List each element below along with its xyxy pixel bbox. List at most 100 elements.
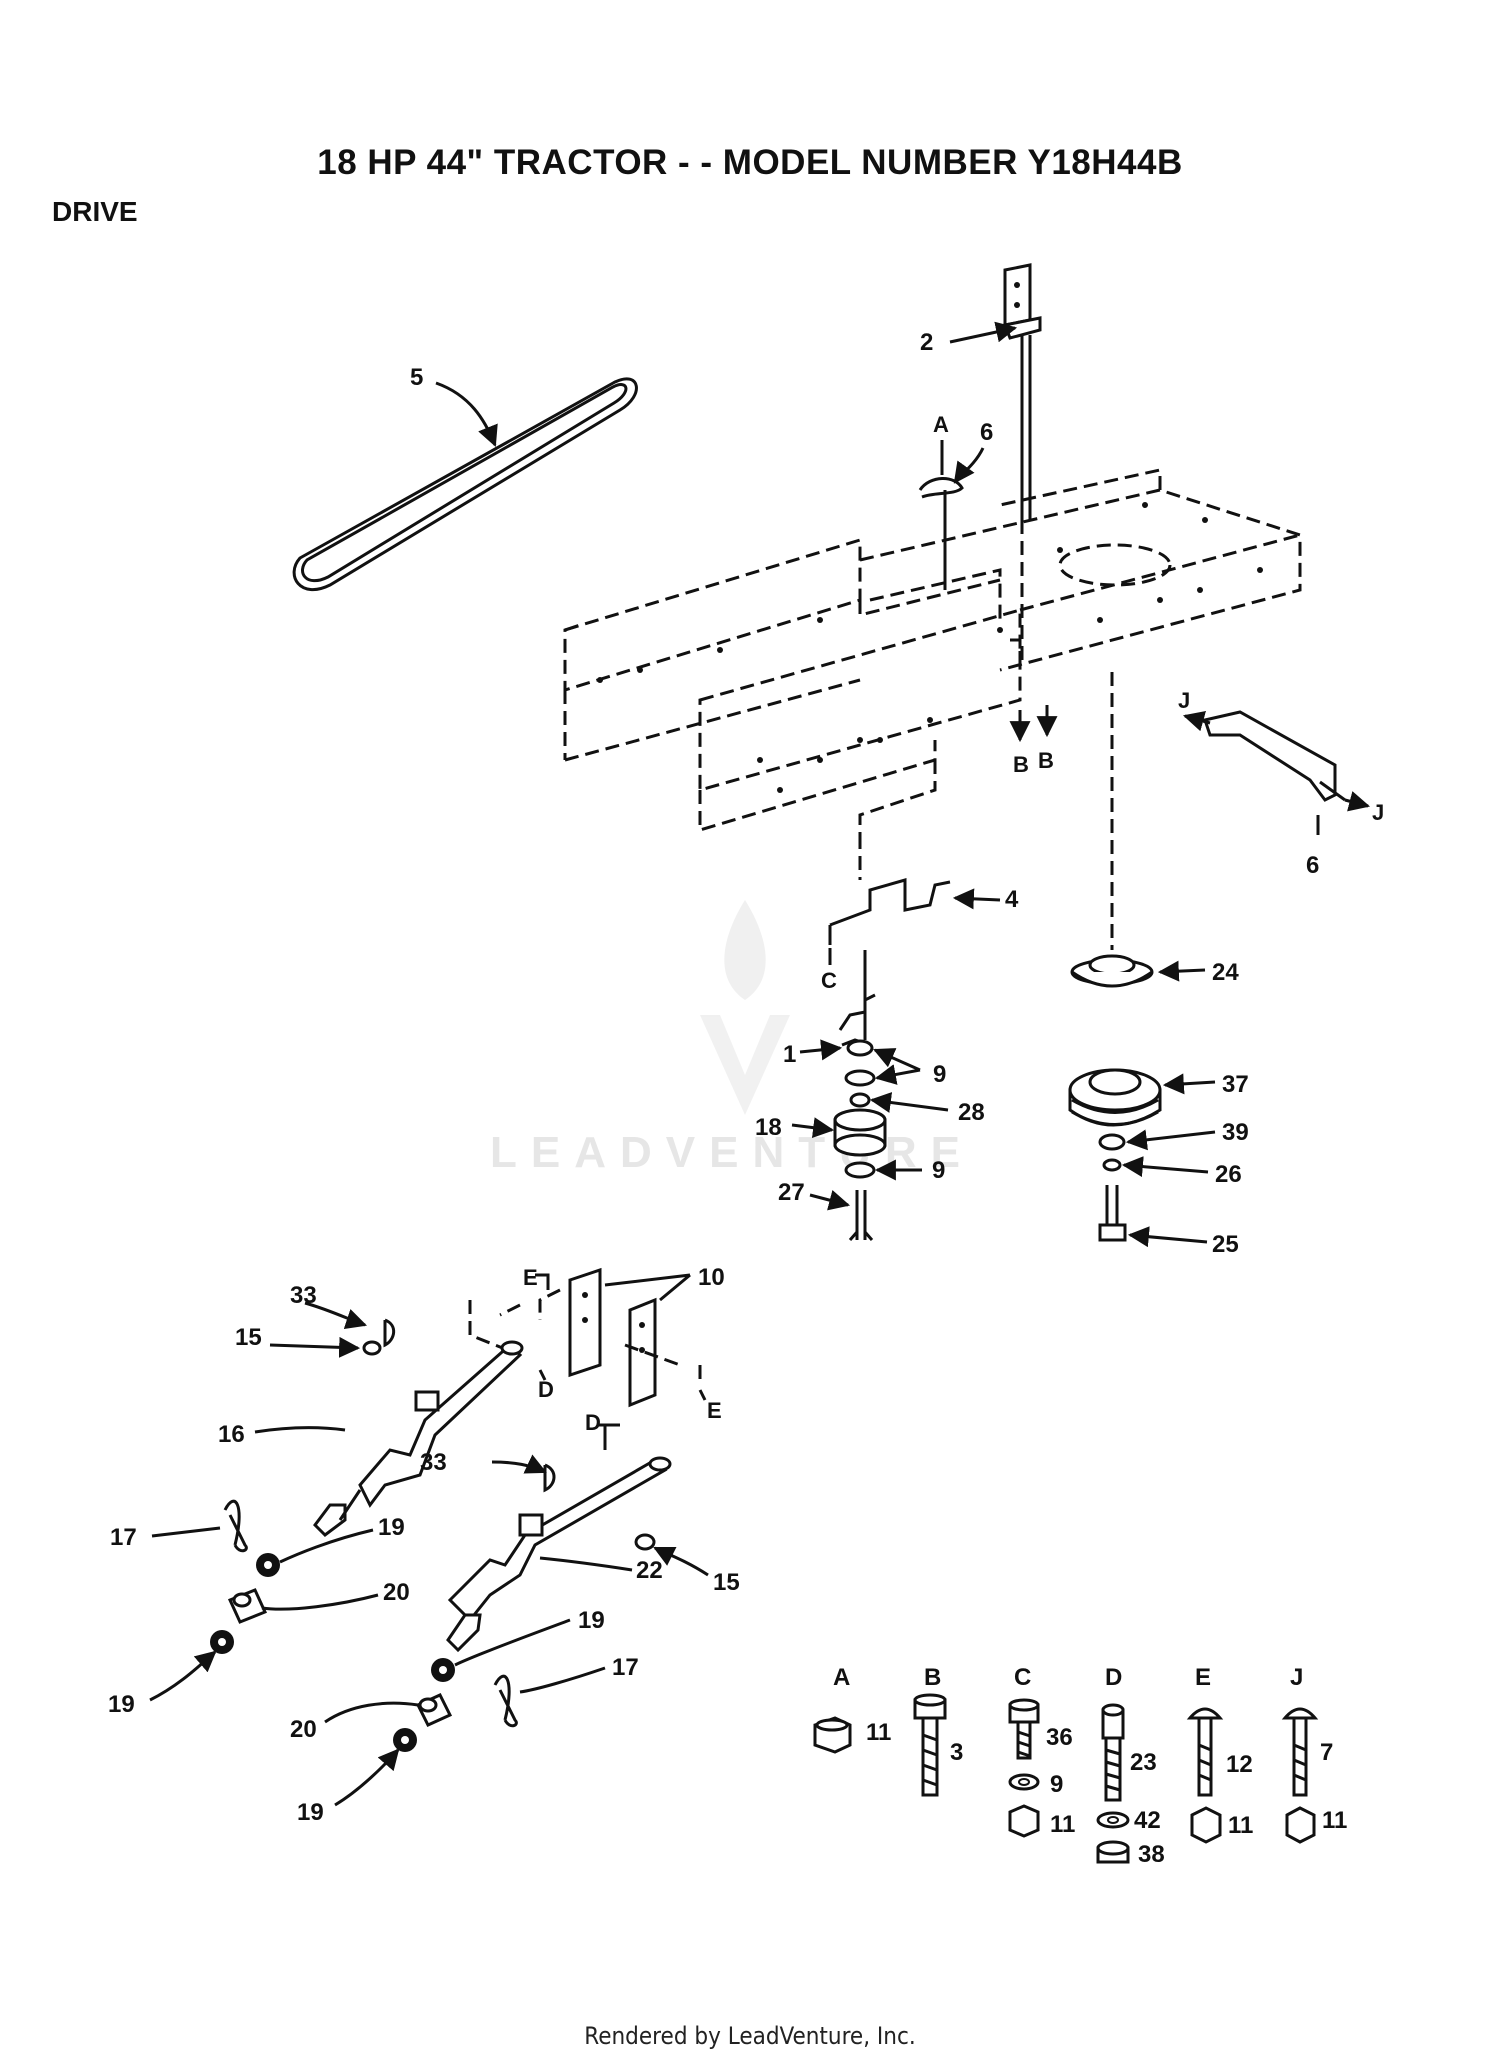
callout-leader-2 — [949, 321, 1018, 344]
cotter-pin-17a — [223, 1499, 248, 1553]
hw-b-part-1: 3 — [950, 1739, 963, 1766]
callout-leader-4 — [952, 888, 1001, 910]
hw-c-part-3: 11 — [1050, 1811, 1075, 1838]
watermark-logo — [700, 900, 790, 1115]
hw-e-part-2: 11 — [1228, 1812, 1253, 1839]
callout-leader-20a — [261, 1593, 379, 1611]
callout-27: 27 — [778, 1179, 805, 1206]
engine-pulley-stack — [1068, 954, 1162, 1242]
idler-pulley-stack — [833, 1039, 887, 1241]
pedal-bracket-parts — [468, 1267, 702, 1408]
callout-leader-18 — [791, 1117, 835, 1139]
callout-15a: 15 — [235, 1324, 262, 1351]
clutch-pedal-arm — [313, 1340, 524, 1537]
ref-letter-b2: B — [1038, 748, 1054, 773]
ref-letter-a: A — [933, 412, 949, 437]
hw-letter-j: J — [1290, 1664, 1303, 1691]
callout-leader-39 — [1125, 1129, 1216, 1151]
callout-33b: 33 — [420, 1449, 447, 1476]
callout-leader-9a2 — [874, 1064, 921, 1085]
callout-1: 1 — [783, 1041, 796, 1068]
callout-33a: 33 — [290, 1282, 317, 1309]
ref-leader-e1 — [535, 1273, 550, 1290]
hw-d-part-2: 42 — [1134, 1807, 1161, 1834]
bracket-rod-part — [1002, 263, 1042, 660]
hw-j-part-2: 11 — [1322, 1807, 1347, 1834]
hw-e-part-1: 12 — [1226, 1751, 1253, 1778]
callout-5: 5 — [410, 364, 423, 391]
callout-leader-20b — [324, 1701, 419, 1724]
callout-leader-16 — [254, 1426, 346, 1434]
callout-19c: 19 — [578, 1607, 605, 1634]
callout-leader-1 — [799, 1039, 843, 1061]
tractor-frame — [563, 468, 1302, 833]
clip-15b — [634, 1533, 656, 1551]
callout-19d: 19 — [297, 1799, 324, 1826]
callout-leader-19a — [279, 1528, 374, 1564]
hw-letter-c: C — [1014, 1664, 1031, 1691]
callout-18: 18 — [755, 1114, 782, 1141]
ref-letter-d1: D — [538, 1377, 554, 1402]
callout-25: 25 — [1212, 1231, 1239, 1258]
ref-letter-d2: D — [585, 1410, 601, 1435]
hw-letter-e: E — [1195, 1664, 1211, 1691]
callout-22: 22 — [636, 1557, 663, 1584]
hw-letter-a: A — [833, 1664, 850, 1691]
callout-leader-10 — [604, 1273, 691, 1302]
callout-19a: 19 — [378, 1514, 405, 1541]
callout-leader-19b — [149, 1650, 217, 1702]
footer-credit: Rendered by LeadVenture, Inc. — [584, 2022, 916, 2050]
callout-20a: 20 — [383, 1579, 410, 1606]
callout-leader-9a — [873, 1048, 921, 1072]
callout-2: 2 — [920, 329, 933, 356]
clip-part — [918, 477, 964, 499]
callout-leader-6a — [953, 447, 985, 484]
ref-arrow-j2 — [1344, 791, 1371, 812]
callout-leader-17a — [151, 1526, 221, 1538]
callout-leader-37 — [1162, 1073, 1216, 1095]
hairpin-33a — [383, 1318, 396, 1348]
ref-leader-e2 — [698, 1389, 707, 1401]
ref-letter-j1: J — [1178, 688, 1190, 713]
callout-9a: 9 — [933, 1061, 946, 1088]
bushing-19b — [210, 1630, 234, 1654]
hw-letter-d: D — [1105, 1664, 1122, 1691]
callout-leader-33b — [491, 1454, 547, 1474]
callout-26: 26 — [1215, 1161, 1242, 1188]
callout-24: 24 — [1212, 959, 1239, 986]
callout-16: 16 — [218, 1421, 245, 1448]
callout-leader-22 — [539, 1556, 633, 1572]
callout-leader-5 — [435, 381, 498, 447]
hw-d-part-3: 38 — [1138, 1841, 1165, 1868]
callout-leader-19c — [454, 1618, 571, 1667]
callout-17b: 17 — [612, 1654, 639, 1681]
ref-letter-e1: E — [523, 1265, 538, 1290]
callout-4: 4 — [1005, 886, 1019, 913]
spacer-20a — [227, 1588, 268, 1624]
callout-37: 37 — [1222, 1071, 1249, 1098]
ref-letter-e2: E — [707, 1398, 722, 1423]
page-title: 18 HP 44" TRACTOR - - MODEL NUMBER Y18H4… — [317, 143, 1183, 182]
callout-20b: 20 — [290, 1716, 317, 1743]
ref-letter-b1: B — [1013, 752, 1029, 777]
callout-6b: 6 — [1306, 852, 1319, 879]
callout-19b: 19 — [108, 1691, 135, 1718]
callout-9b: 9 — [932, 1157, 945, 1184]
callout-28: 28 — [958, 1099, 985, 1126]
callout-17a: 17 — [110, 1524, 137, 1551]
spacer-20b — [415, 1693, 453, 1727]
hw-letter-b: B — [924, 1664, 941, 1691]
section-heading: DRIVE — [52, 196, 138, 227]
hairpin-33b — [543, 1463, 556, 1493]
bushing-19d — [393, 1728, 417, 1752]
hw-a-part-1: 11 — [866, 1719, 891, 1746]
callout-leader-27 — [809, 1190, 851, 1211]
callout-39: 39 — [1222, 1119, 1249, 1146]
ref-letter-j2: J — [1372, 800, 1384, 825]
callout-leader-24 — [1157, 960, 1206, 982]
hardware-key — [813, 1693, 1319, 1864]
ref-letter-c: C — [821, 968, 837, 993]
callout-leader-25 — [1127, 1226, 1208, 1248]
ref-arrow-j1 — [1182, 710, 1211, 732]
